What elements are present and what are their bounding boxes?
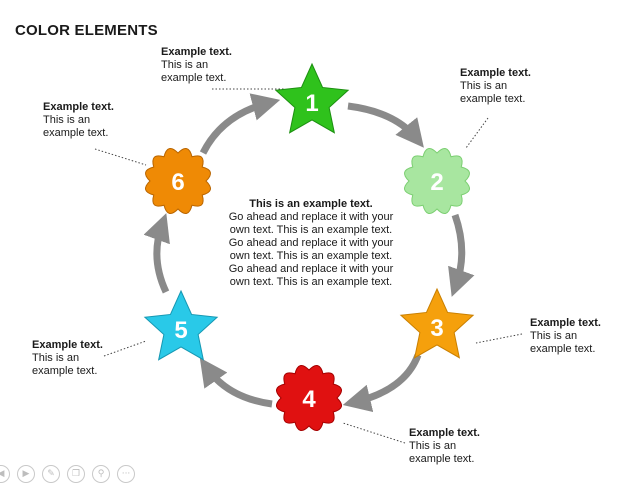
star-shape (143, 289, 219, 361)
node-number: 5 (174, 317, 187, 344)
arrow-4-to-5 (199, 357, 273, 408)
arrow-1-to-2 (347, 102, 424, 148)
arrow-5-to-6 (143, 213, 170, 294)
node-number: 2 (430, 169, 443, 196)
label-node-6: Example text. This is an example text. (43, 101, 114, 140)
copy-icon[interactable]: ❐ (67, 465, 85, 483)
label-heading: Example text. (409, 427, 480, 439)
leader-line-5 (103, 340, 147, 357)
node-3: 3 (399, 287, 475, 359)
leader-lines (94, 88, 523, 444)
node-number: 6 (171, 169, 184, 196)
previous-icon[interactable]: ◀ (0, 465, 10, 483)
node-6: 6 (145, 148, 211, 214)
label-heading: Example text. (32, 339, 103, 351)
label-heading: Example text. (43, 101, 114, 113)
star-shape (399, 287, 475, 359)
page-title: COLOR ELEMENTS (15, 22, 158, 39)
node-5: 5 (143, 289, 219, 361)
zoom-icon[interactable]: ⚲ (92, 465, 110, 483)
label-body: This is an example text. (409, 440, 475, 465)
label-body: This is an example text. (43, 114, 109, 139)
leader-line-6 (94, 148, 147, 166)
center-text-block: This is an example text. Go ahead and re… (228, 198, 394, 289)
slideshow-toolbar: ◀ ▶ ✎ ❐ ⚲ ··· (0, 463, 140, 483)
label-body: This is an example text. (530, 330, 596, 355)
label-heading: Example text. (161, 46, 232, 58)
flower-shape (276, 365, 342, 431)
flower-shape (404, 148, 470, 214)
label-heading: Example text. (530, 317, 601, 329)
node-1: 1 (274, 62, 350, 134)
node-2: 2 (404, 148, 470, 214)
label-body: This is an example text. (32, 352, 98, 377)
leader-line-4 (342, 422, 406, 444)
cycle-arrows (143, 93, 475, 413)
node-number: 4 (302, 386, 316, 413)
arrow-3-to-4 (342, 353, 422, 413)
arrow-2-to-3 (448, 213, 475, 297)
leader-line-2 (465, 117, 489, 149)
label-node-1: Example text. This is an example text. (161, 46, 232, 85)
more-icon[interactable]: ··· (117, 465, 135, 483)
node-4: 4 (276, 365, 342, 431)
label-body: This is an example text. (460, 80, 526, 105)
label-node-4: Example text. This is an example text. (409, 427, 480, 466)
arrow-6-to-1 (199, 93, 281, 155)
leader-line-3 (475, 333, 523, 344)
node-number: 1 (305, 90, 318, 117)
node-number: 3 (430, 315, 443, 342)
label-node-2: Example text. This is an example text. (460, 67, 531, 106)
center-body: Go ahead and replace it with your own te… (228, 211, 394, 288)
label-heading: Example text. (460, 67, 531, 79)
flower-shape (145, 148, 211, 214)
label-node-3: Example text. This is an example text. (530, 317, 601, 356)
label-node-5: Example text. This is an example text. (32, 339, 103, 378)
star-shape (274, 62, 350, 134)
center-heading: This is an example text. (249, 198, 373, 210)
label-body: This is an example text. (161, 59, 227, 84)
next-icon[interactable]: ▶ (17, 465, 35, 483)
pen-icon[interactable]: ✎ (42, 465, 60, 483)
